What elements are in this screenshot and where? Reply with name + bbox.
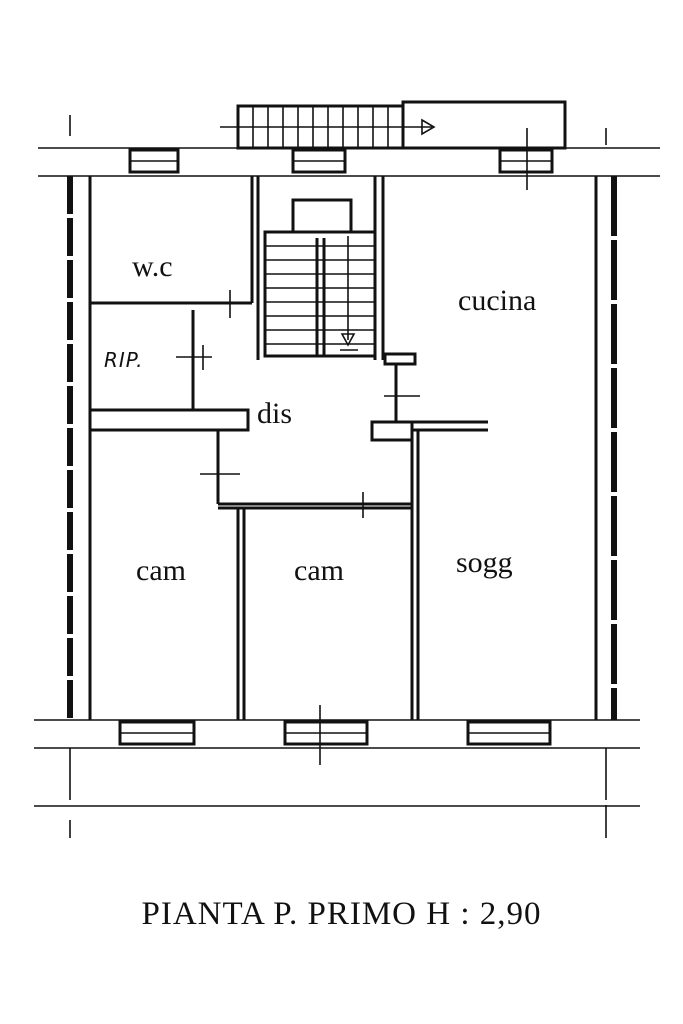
floor-plan: w.c RIP. dis cucina cam cam sogg <box>34 100 660 838</box>
room-label-sogg: sogg <box>456 546 513 579</box>
internal-stair <box>263 198 377 358</box>
external-stair <box>220 100 567 150</box>
room-label-cam-center: cam <box>294 554 344 587</box>
room-label-dis: dis <box>257 397 292 430</box>
top-windows <box>128 128 554 190</box>
room-label-cucina: cucina <box>458 284 536 317</box>
outer-lines <box>34 115 660 838</box>
plan-caption: PIANTA P. PRIMO H : 2,90 <box>141 896 542 932</box>
room-label-rip: RIP. <box>104 348 143 372</box>
room-label-cam-left: cam <box>136 554 186 587</box>
side-walls <box>67 176 617 720</box>
room-label-wc: w.c <box>132 250 173 283</box>
bottom-windows <box>118 705 552 765</box>
